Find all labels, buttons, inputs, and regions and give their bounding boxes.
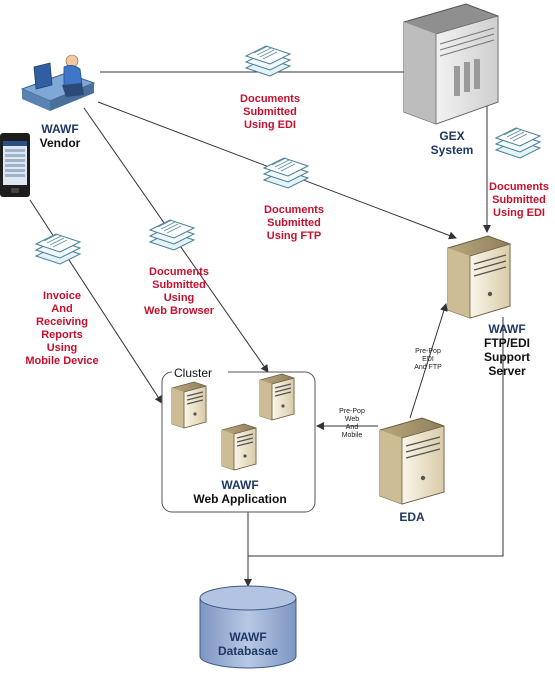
edi-flow-2-label-line: Documents	[489, 181, 549, 193]
edi-flow-2-label: Documents Submitted Using EDI	[484, 181, 554, 220]
eda-server-icon	[379, 417, 445, 505]
support-server-label-line: Support	[484, 350, 530, 364]
mobile-flow-label-line: Using	[46, 342, 78, 354]
support-server-label-line: WAWF	[488, 322, 526, 336]
vendor-person-icon	[20, 54, 96, 111]
edi-flow-2-label-line: Submitted	[492, 194, 546, 206]
ftp-flow-label-line: Submitted	[267, 217, 321, 229]
prepop-edi-note: Pre-Pop EDI And FTP	[408, 348, 448, 372]
mobile-flow-label-line: And	[51, 303, 73, 315]
gex-label: GEX System	[420, 129, 484, 157]
ftp-flow-label-line: Documents	[264, 204, 324, 216]
prepop-edi-note-line: EDI	[422, 356, 434, 363]
database-icon	[199, 585, 297, 669]
web-app-label-line: WAWF	[221, 478, 259, 492]
support-server-icon	[447, 235, 511, 319]
eda-label: EDA	[390, 510, 434, 524]
edi-flow-label-line: Using EDI	[244, 119, 296, 131]
edi-flow-label-line: Documents	[240, 93, 300, 105]
database-label: WAWF Databasae	[204, 630, 292, 658]
support-server-label-line: Server	[488, 364, 526, 378]
vendor-label-line: WAWF	[41, 122, 79, 136]
prepop-web-note-line: Mobile	[341, 432, 363, 439]
mobile-flow-label-line: Reports	[41, 329, 83, 341]
gex-label-line: System	[430, 143, 474, 157]
cluster-server-icon	[259, 373, 295, 421]
cluster-title: Cluster	[172, 366, 228, 380]
web-app-label: WAWF Web Application	[170, 478, 310, 506]
mobile-flow-label-line: Receiving	[36, 316, 88, 328]
eda-to-support-line	[409, 303, 448, 419]
mobile-flow-label-line: Invoice	[43, 290, 81, 302]
document-stack-icon	[495, 127, 541, 159]
mobile-flow-label-line: Mobile Device	[25, 355, 99, 367]
cluster-server-icon	[171, 381, 207, 429]
vendor-label-line: Vendor	[39, 136, 81, 150]
document-stack-icon	[263, 157, 309, 189]
gex-label-line: GEX	[439, 129, 465, 143]
browser-flow-label-line: Documents	[149, 266, 209, 278]
database-label-line: Databasae	[217, 644, 279, 658]
document-stack-icon	[35, 233, 81, 265]
mobile-phone-icon	[0, 133, 30, 197]
prepop-edi-note-line: Pre-Pop	[415, 348, 441, 355]
support-server-label: WAWF FTP/EDI Support Server	[470, 322, 544, 378]
vendor-label: WAWF Vendor	[30, 122, 90, 150]
support-server-label-line: FTP/EDI	[483, 336, 530, 350]
browser-flow-label-line: Using	[163, 292, 195, 304]
browser-flow-label-line: Submitted	[152, 279, 206, 291]
prepop-web-note: Pre-Pop Web And Mobile	[330, 408, 374, 440]
database-label-line: WAWF	[229, 630, 267, 644]
cluster-title-text: Cluster	[174, 366, 213, 380]
edi-flow-label: Documents Submitted Using EDI	[222, 93, 318, 132]
eda-label-text: EDA	[399, 510, 425, 524]
prepop-web-note-line: Web	[344, 416, 360, 423]
browser-flow-label: Documents Submitted Using Web Browser	[130, 266, 228, 318]
browser-flow-label-line: Web Browser	[143, 305, 215, 317]
ftp-flow-label-line: Using FTP	[266, 230, 322, 242]
mobile-flow-label: Invoice And Receiving Reports Using Mobi…	[12, 290, 112, 368]
cluster-server-icon	[221, 423, 257, 471]
web-app-label-line: Web Application	[193, 492, 287, 506]
document-stack-icon	[149, 219, 195, 251]
ftp-flow-label: Documents Submitted Using FTP	[246, 204, 342, 243]
prepop-web-note-line: Pre-Pop	[339, 408, 365, 415]
mobile-flow-line	[29, 199, 163, 404]
prepop-edi-note-line: And FTP	[414, 364, 442, 371]
gex-server-icon	[403, 3, 499, 125]
edi-flow-2-label-line: Using EDI	[493, 207, 545, 219]
edi-flow-label-line: Submitted	[243, 106, 297, 118]
prepop-web-note-line: And	[345, 424, 359, 431]
